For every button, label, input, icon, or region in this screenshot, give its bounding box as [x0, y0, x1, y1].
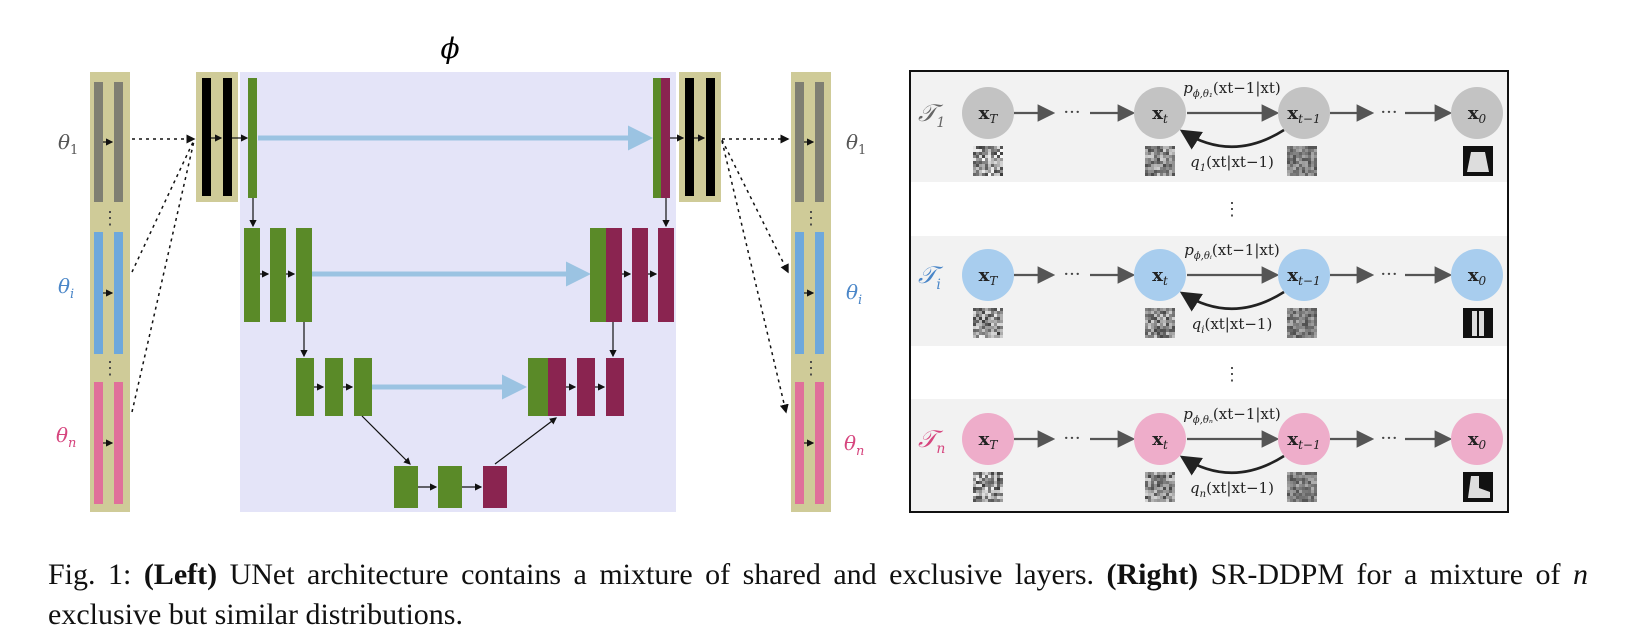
node-label: xt−1 — [1287, 265, 1320, 288]
right-dotted-connectors — [721, 134, 790, 414]
svg-text:⋮: ⋮ — [802, 358, 820, 379]
decoder-level-2 — [590, 228, 674, 322]
diffusion-node — [1278, 87, 1330, 139]
noise-thumbnail — [1287, 308, 1317, 338]
right-exclusive-column: ⋮ ⋮ — [791, 72, 831, 512]
encoder-level-2 — [244, 228, 312, 322]
theta-1-label-left: θ1 — [58, 130, 78, 158]
exclusive-output-block — [670, 72, 721, 202]
node-label: xt — [1152, 103, 1168, 126]
svg-text:⋮: ⋮ — [101, 358, 119, 379]
diffusion-node — [1134, 87, 1186, 139]
sample-thumbnail — [1463, 146, 1493, 176]
sample-thumbnail — [1463, 472, 1493, 502]
sample-thumbnail — [1463, 308, 1493, 338]
unet-diagram: ϕ ⋮ ⋮ θ1 θi θn — [56, 32, 866, 512]
node-label: xt — [1152, 429, 1168, 452]
chain-ellipsis: ··· — [1063, 264, 1080, 285]
diffusion-node — [962, 249, 1014, 301]
noise-thumbnail — [1145, 472, 1175, 502]
noise-thumbnail — [973, 472, 1003, 502]
forward-process-arrow — [1179, 128, 1285, 150]
forward-process-label: q1(xt|xt−1) — [1190, 153, 1274, 174]
reverse-process-label: pϕ,θₙ(xt−1|xt) — [1183, 405, 1281, 426]
node-label: xT — [979, 103, 999, 126]
node-label: xt — [1152, 265, 1168, 288]
forward-process-label: qi(xt|xt−1) — [1192, 315, 1273, 336]
diffusion-node — [1134, 249, 1186, 301]
chain-ellipsis: ··· — [1380, 102, 1397, 123]
diffusion-node — [962, 87, 1014, 139]
encoder-layer — [248, 78, 257, 198]
forward-process-arrow — [1179, 454, 1285, 476]
theta-i-label-right: θi — [846, 280, 862, 308]
figure-1: ϕ ⋮ ⋮ θ1 θi θn — [56, 32, 1509, 513]
svg-text:⋮: ⋮ — [101, 208, 119, 229]
chain-ellipsis: ··· — [1380, 428, 1397, 449]
noise-thumbnail — [1287, 472, 1317, 502]
figure-caption: Fig. 1: (Left) UNet architecture contain… — [48, 558, 1588, 631]
theta-i-label-left: θi — [58, 274, 74, 302]
node-label: x0 — [1468, 429, 1487, 452]
chain-ellipsis: ··· — [1063, 428, 1080, 449]
forward-process-arrow — [1179, 290, 1285, 312]
reverse-process-label: pϕ,θᵢ(xt−1|xt) — [1184, 241, 1280, 262]
left-exclusive-column: ⋮ ⋮ — [90, 72, 130, 512]
diffusion-node — [962, 413, 1014, 465]
noise-thumbnail — [973, 308, 1003, 338]
noise-thumbnail — [1145, 308, 1175, 338]
diffusion-node — [1278, 249, 1330, 301]
diffusion-node — [1451, 249, 1503, 301]
decoder-level-1 — [653, 78, 670, 198]
caption-left-label: (Left) — [143, 558, 218, 591]
theta-n-label-left: θn — [56, 423, 76, 451]
node-label: xt−1 — [1287, 103, 1320, 126]
caption-right-label: (Right) — [1106, 558, 1199, 591]
encoder-level-3 — [296, 358, 372, 416]
diffusion-node — [1134, 413, 1186, 465]
diffusion-node — [1451, 87, 1503, 139]
noise-thumbnail — [973, 146, 1003, 176]
diffusion-node — [1451, 413, 1503, 465]
bottleneck — [394, 466, 507, 508]
left-dotted-connectors — [131, 134, 196, 413]
node-label: xT — [979, 265, 999, 288]
theta-n-label-right: θn — [844, 431, 864, 459]
reverse-process-label: pϕ,θ₁(xt−1|xt) — [1183, 79, 1281, 100]
node-label: xt−1 — [1287, 429, 1320, 452]
diffusion-node — [1278, 413, 1330, 465]
vertical-ellipsis: ⋮ — [1223, 364, 1241, 385]
theta-1-label-right: θ1 — [846, 130, 866, 158]
node-label: xT — [979, 429, 999, 452]
node-label: x0 — [1468, 103, 1487, 126]
noise-thumbnail — [1287, 146, 1317, 176]
phi-label: ϕ — [440, 32, 459, 65]
chain-ellipsis: ··· — [1063, 102, 1080, 123]
forward-process-label: qn(xt|xt−1) — [1190, 479, 1274, 500]
chain-ellipsis: ··· — [1380, 264, 1397, 285]
node-label: x0 — [1468, 265, 1487, 288]
noise-thumbnail — [1145, 146, 1175, 176]
vertical-ellipsis: ⋮ — [1223, 199, 1241, 220]
decoder-level-3 — [528, 358, 624, 416]
exclusive-input-block — [196, 72, 249, 202]
svg-text:⋮: ⋮ — [802, 208, 820, 229]
